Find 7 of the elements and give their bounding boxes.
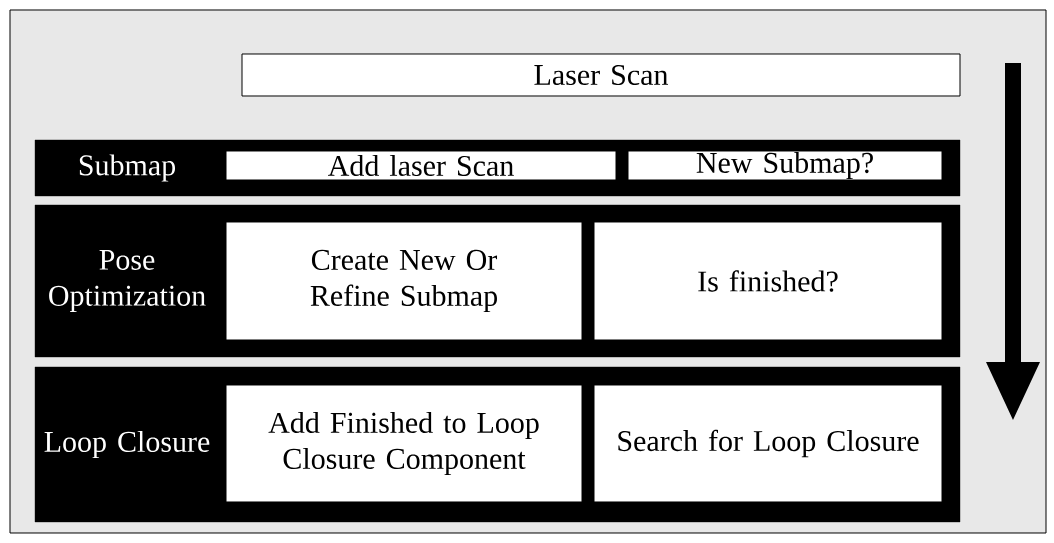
- process-box: Laser Scan: [241, 53, 961, 97]
- process-box: Add laser Scan: [225, 150, 617, 181]
- process-box: Is finished?: [593, 221, 943, 341]
- process-box: Add Finished to Loop Closure Component: [225, 384, 583, 503]
- process-box: Search for Loop Closure: [593, 384, 943, 503]
- process-box: New Submap?: [627, 150, 943, 181]
- process-box: Create New Or Refine Submap: [225, 221, 583, 341]
